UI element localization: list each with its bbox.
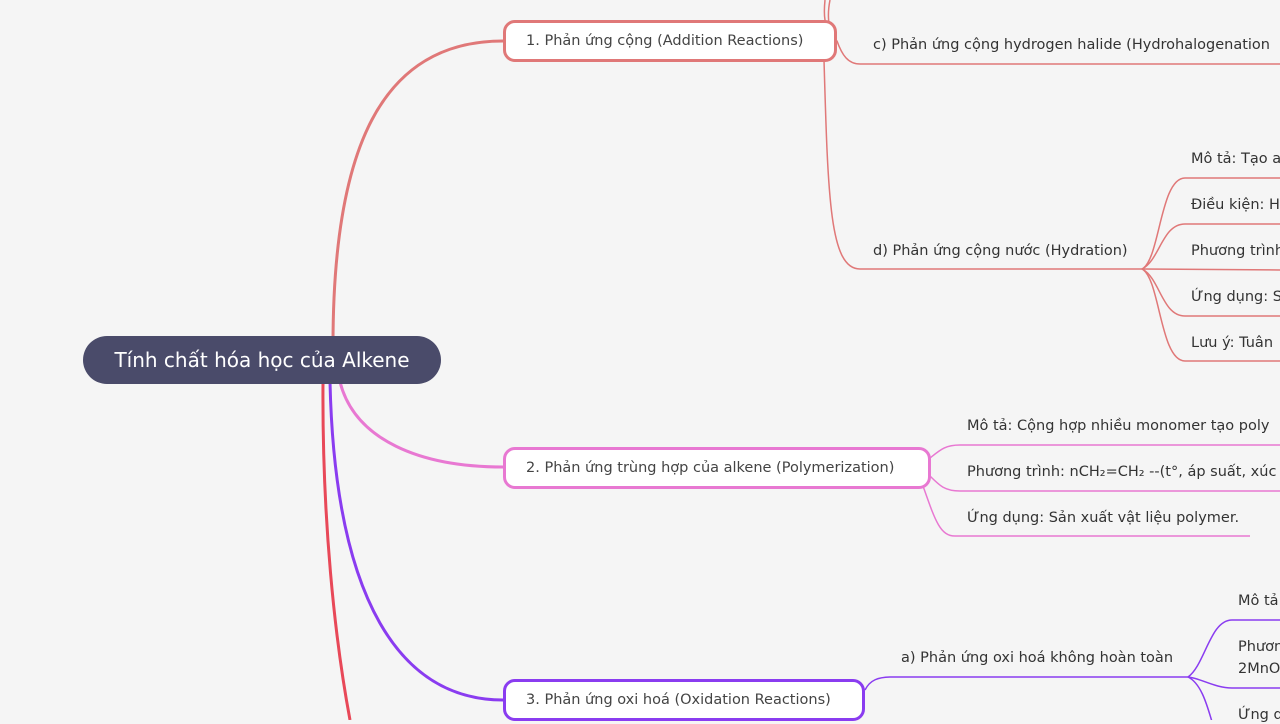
branch3-label: 3. Phản ứng oxi hoá (Oxidation Reactions… xyxy=(526,692,831,708)
connector-d-item1 xyxy=(1141,177,1280,270)
connector-d-item3 xyxy=(1141,268,1280,271)
branch1-d-label[interactable]: d) Phản ứng cộng nước (Hydration) xyxy=(873,243,1128,259)
branch3-node[interactable]: 3. Phản ứng oxi hoá (Oxidation Reactions… xyxy=(503,679,865,721)
b3-a-label[interactable]: a) Phản ứng oxi hoá không hoàn toàn xyxy=(901,650,1174,666)
branch1-node[interactable]: 1. Phản ứng cộng (Addition Reactions) xyxy=(503,20,837,62)
connector-b2-item3 xyxy=(922,485,1250,537)
a-item[interactable]: Phươn xyxy=(1238,639,1280,655)
branch1-c-label[interactable]: c) Phản ứng cộng hydrogen halide (Hydroh… xyxy=(873,37,1270,53)
a-item[interactable]: Ứng d xyxy=(1238,707,1280,723)
connector-b2-item2 xyxy=(929,475,1280,492)
b2-item[interactable]: Mô tả: Cộng hợp nhiều monomer tạo poly xyxy=(967,418,1270,434)
connector-a-item1 xyxy=(1187,619,1280,678)
connector-d-item5 xyxy=(1141,268,1280,362)
branch2-node[interactable]: 2. Phản ứng trùng hợp của alkene (Polyme… xyxy=(503,447,931,489)
connector-b3-a xyxy=(864,676,1188,691)
branch1-label: 1. Phản ứng cộng (Addition Reactions) xyxy=(526,33,804,49)
connector-b2-item1 xyxy=(929,444,1280,459)
d-item[interactable]: Phương trình xyxy=(1191,243,1280,259)
root-label: Tính chất hóa học của Alkene xyxy=(114,348,410,372)
b2-item[interactable]: Phương trình: nCH₂=CH₂ --(t°, áp suất, x… xyxy=(967,464,1277,480)
connector-root-branch3 xyxy=(328,381,504,702)
connector-root-branch2 xyxy=(338,381,504,469)
connector-root-branch1 xyxy=(331,39,504,346)
b2-item[interactable]: Ứng dụng: Sản xuất vật liệu polymer. xyxy=(967,510,1240,526)
connector-root-branch4 xyxy=(321,381,352,720)
connector-d-item2 xyxy=(1141,223,1280,270)
branch2-label: 2. Phản ứng trùng hợp của alkene (Polyme… xyxy=(526,460,895,476)
connector-a-item3 xyxy=(1187,676,1213,720)
d-item[interactable]: Mô tả: Tạo a xyxy=(1191,151,1280,167)
connector-a-item2 xyxy=(1187,676,1280,689)
a-item[interactable]: 2MnO xyxy=(1238,661,1280,677)
a-item[interactable]: Mô tả xyxy=(1238,593,1279,609)
connector-branch1-c xyxy=(836,40,1280,65)
connector-branch1-d xyxy=(823,59,1142,270)
root-node[interactable]: Tính chất hóa học của Alkene xyxy=(83,336,441,384)
d-item[interactable]: Điều kiện: H xyxy=(1191,197,1280,213)
d-item[interactable]: Ứng dụng: S xyxy=(1191,289,1280,305)
d-item[interactable]: Lưu ý: Tuân xyxy=(1191,335,1274,351)
connector-d-item4 xyxy=(1141,268,1280,317)
